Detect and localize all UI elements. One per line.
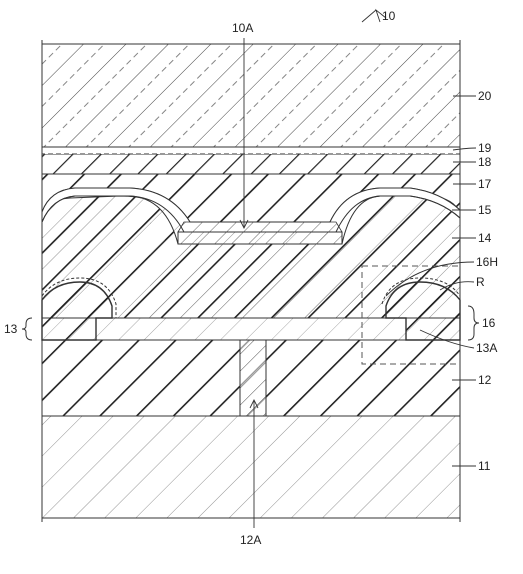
label-ref-10: 10 bbox=[382, 9, 396, 23]
label-12: 12 bbox=[478, 373, 492, 387]
leader-lines bbox=[239, 8, 477, 528]
label-16: 16 bbox=[482, 316, 496, 330]
layer-11-substrate bbox=[41, 415, 461, 519]
brace-13 bbox=[21, 317, 33, 341]
layer-18 bbox=[41, 153, 461, 175]
label-13: 13 bbox=[4, 322, 18, 336]
label-15: 15 bbox=[478, 203, 492, 217]
label-17: 17 bbox=[478, 177, 492, 191]
layer-19 bbox=[41, 146, 461, 155]
region-R-box bbox=[361, 265, 461, 365]
label-14: 14 bbox=[478, 231, 492, 245]
label-R: R bbox=[476, 275, 485, 289]
label-16H: 16H bbox=[476, 255, 498, 269]
label-18: 18 bbox=[478, 155, 492, 169]
label-10A: 10A bbox=[232, 21, 253, 35]
layer-20-cover bbox=[41, 43, 461, 148]
label-11: 11 bbox=[478, 459, 491, 473]
brace-16 bbox=[467, 305, 480, 341]
bank-16-left bbox=[41, 281, 113, 341]
label-12A: 12A bbox=[240, 533, 261, 547]
label-19: 19 bbox=[478, 141, 492, 155]
label-13A: 13A bbox=[476, 341, 497, 355]
label-20: 20 bbox=[478, 89, 492, 103]
